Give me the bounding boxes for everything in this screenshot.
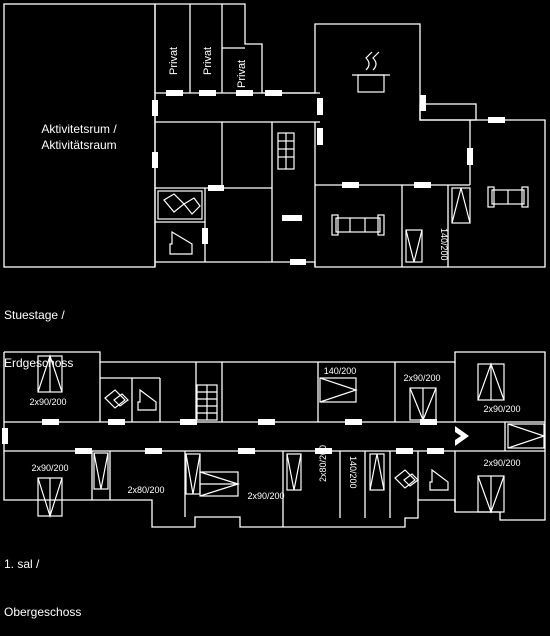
- ground-floor-furniture: [157, 51, 529, 263]
- bed-icon: [405, 229, 423, 263]
- bed-icon: [199, 471, 240, 497]
- bed-size-label: 2x90/200: [29, 397, 66, 407]
- private-room-label: Privat: [202, 47, 214, 75]
- bed-icon: [477, 362, 505, 401]
- toilet-icon: [169, 230, 193, 255]
- ground-floor-caption: Stuestage / Erdgeschoss: [4, 275, 73, 387]
- sofa-icon: [487, 186, 529, 208]
- floor-plan: Aktivitetsrum / Aktivitätsraum Privat Pr…: [2, 3, 546, 528]
- bed-icon: [507, 423, 546, 449]
- upper-floor-caption-line2: Obergeschoss: [4, 605, 82, 619]
- ground-floor-caption-line2: Erdgeschoss: [4, 356, 74, 370]
- bed-size-label: 2x90/200: [403, 373, 440, 383]
- bed-icon: [93, 452, 109, 490]
- staircase-icon: [196, 384, 218, 421]
- bed-size-label: 140/200: [324, 366, 357, 376]
- bed-icon: [286, 453, 302, 491]
- bed-icon: [369, 453, 385, 491]
- cooking-pot-icon: [352, 51, 390, 93]
- activity-room-label: Aktivitetsrum /: [41, 122, 117, 136]
- sink-icon: [104, 389, 129, 409]
- activity-room-label: Aktivitätsraum: [41, 138, 116, 152]
- bed-size-label: 140/200: [439, 228, 449, 261]
- bed-size-label: 2x90/200: [483, 458, 520, 468]
- bed-icon: [37, 477, 63, 518]
- upper-floor-caption: 1. sal / Obergeschoss: [4, 524, 81, 636]
- staircase-icon: [277, 132, 295, 170]
- bed-size-label: 2x90/200: [247, 491, 284, 501]
- bed-icon: [185, 453, 201, 495]
- toilet-icon: [429, 468, 449, 491]
- bed-size-label: 2x90/200: [31, 463, 68, 473]
- bed-icon: [477, 475, 505, 514]
- ground-floor-walls: [3, 3, 546, 268]
- sink-icon: [394, 469, 419, 489]
- bed-icon: [451, 187, 471, 224]
- bed-size-label: 2x90/200: [483, 404, 520, 414]
- ground-floor-labels: Aktivitetsrum / Aktivitätsraum Privat Pr…: [41, 47, 449, 261]
- bed-size-label: 140/200: [348, 456, 358, 489]
- upper-floor-furniture: [37, 354, 546, 518]
- bed-icon: [409, 387, 437, 422]
- upper-floor-caption-line1: 1. sal /: [4, 557, 40, 571]
- bed-size-label: 2x80/200: [127, 485, 164, 495]
- arrow-icon: [455, 426, 469, 446]
- bed-icon: [319, 377, 358, 403]
- private-room-label: Privat: [236, 60, 248, 88]
- private-room-label: Privat: [168, 47, 180, 75]
- bed-size-label: 2x80/200: [318, 445, 328, 482]
- upper-floor-labels: 2x90/200 140/200 2x90/200 2x90/200 2x90/…: [29, 366, 520, 501]
- ground-floor-caption-line1: Stuestage /: [4, 308, 65, 322]
- bed-icon: [37, 354, 63, 393]
- upper-floor-doors: [2, 419, 469, 454]
- sink-icon: [157, 190, 203, 220]
- upper-floor-walls: [3, 351, 546, 528]
- toilet-icon: [137, 388, 157, 411]
- ground-floor-doors: [152, 90, 505, 265]
- sofa-icon: [331, 214, 385, 236]
